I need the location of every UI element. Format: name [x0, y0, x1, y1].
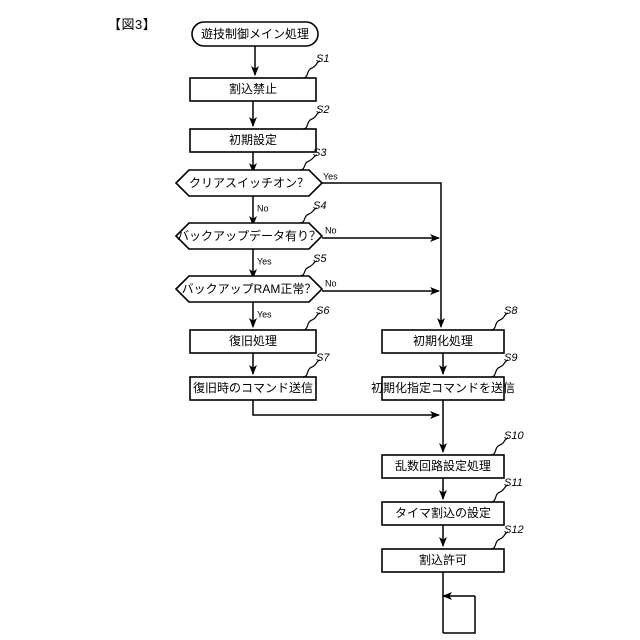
- step-label-s1: S1: [316, 53, 329, 65]
- connector-s3-yes-to-trunk: [322, 182, 445, 328]
- node-s8: 初期化処理: [381, 329, 505, 354]
- connector-loopback-path: [443, 596, 476, 634]
- branch-label-s5-no: No: [325, 278, 337, 288]
- step-label-s6: S6: [316, 305, 330, 317]
- node-s11: タイマ割込の設定: [381, 501, 505, 526]
- step-label-s4: S4: [313, 200, 326, 212]
- step-label-s8: S8: [504, 305, 518, 317]
- step-label-s5: S5: [313, 253, 327, 265]
- branch-label-s5-yes: Yes: [257, 309, 272, 319]
- figure-number-label: 【図3】: [108, 17, 157, 32]
- branch-label-s4-yes: Yes: [257, 256, 272, 266]
- node-s6: 復旧処理: [189, 329, 317, 354]
- node-start-label: 遊技制御メイン処理: [201, 26, 309, 41]
- node-s10: 乱数回路設定処理: [381, 454, 505, 479]
- node-s5-label: バックアップRAM正常？: [182, 282, 317, 296]
- node-s1-label: 割込禁止: [229, 81, 277, 96]
- node-s3: クリアスイッチオン？: [174, 169, 324, 197]
- node-s3-label: クリアスイッチオン？: [189, 176, 309, 190]
- node-start: 遊技制御メイン処理: [191, 21, 319, 47]
- node-s9-label: 初期化指定コマンドを送信: [371, 380, 515, 395]
- node-s4-label: バックアップデータ有り？: [177, 228, 321, 243]
- node-s12: 割込許可: [381, 548, 505, 573]
- node-s2: 初期設定: [189, 128, 317, 153]
- node-s5: バックアップRAM正常？: [174, 275, 324, 303]
- node-s10-label: 乱数回路設定処理: [395, 458, 491, 473]
- step-label-s2: S2: [316, 104, 329, 116]
- node-s12-label: 割込許可: [419, 552, 467, 567]
- branch-label-s3-no: No: [257, 203, 269, 213]
- branch-label-s3-yes: Yes: [323, 171, 338, 181]
- step-label-s10: S10: [504, 430, 524, 442]
- node-s9: 初期化指定コマンドを送信: [371, 376, 515, 401]
- step-label-s11: S11: [504, 477, 523, 489]
- node-s8-label: 初期化処理: [413, 334, 473, 348]
- node-s4: バックアップデータ有り？: [174, 222, 324, 250]
- node-s11-label: タイマ割込の設定: [395, 505, 491, 520]
- step-label-s12: S12: [504, 524, 524, 536]
- node-s1: 割込禁止: [189, 77, 317, 102]
- step-label-s7: S7: [316, 352, 330, 364]
- node-s6-label: 復旧処理: [229, 333, 277, 348]
- node-s7-label: 復旧時のコマンド送信: [193, 380, 313, 395]
- branch-label-s4-no: No: [325, 225, 337, 235]
- node-s2-label: 初期設定: [229, 132, 277, 147]
- node-s7: 復旧時のコマンド送信: [189, 376, 317, 401]
- step-label-s3: S3: [313, 147, 327, 159]
- step-label-s9: S9: [504, 352, 517, 364]
- connector-s7-to-trunk: [252, 400, 440, 419]
